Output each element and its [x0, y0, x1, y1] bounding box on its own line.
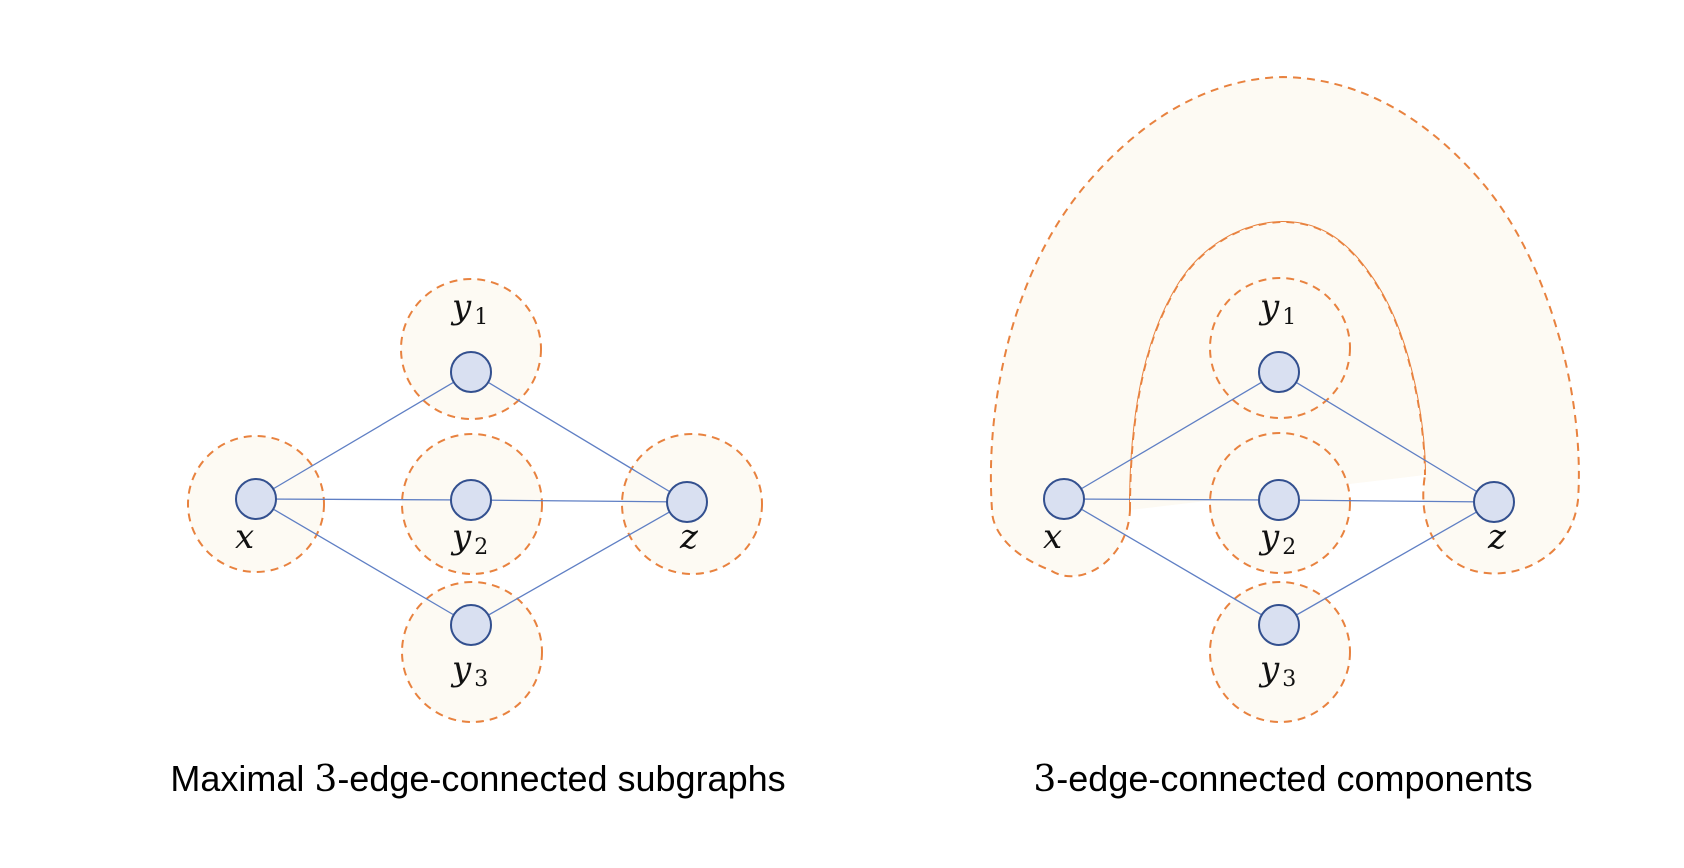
right-label-z: z: [1487, 517, 1507, 557]
left-edge-y3-z: [470, 501, 688, 626]
right-edge-y1-z: [1278, 371, 1495, 503]
right-node-x: [1043, 478, 1085, 520]
left-node-y3: [450, 604, 492, 646]
right-edge-x-y2: [1063, 498, 1280, 501]
left-edge-y1-z: [470, 371, 688, 503]
right-edge-y3-z: [1278, 501, 1495, 626]
left-edge-x-y2: [255, 498, 472, 501]
right-edge-x-y1: [1063, 371, 1280, 500]
left-region-y1: [400, 278, 542, 420]
right-node-y3: [1258, 604, 1300, 646]
right-edge-x-y3: [1063, 498, 1280, 626]
left-node-x: [235, 478, 277, 520]
left-edge-x-y1: [255, 371, 472, 500]
left-node-z: [666, 481, 708, 523]
right-node-y2: [1258, 479, 1300, 521]
right-edge-y2-z: [1278, 499, 1495, 503]
left-label-z: z: [679, 517, 699, 557]
left-edge-x-y3: [255, 498, 472, 626]
left-edge-y2-z: [470, 499, 688, 503]
left-label-x: x: [235, 517, 254, 557]
right-region-y3: [1209, 581, 1351, 723]
left-region-y3: [401, 581, 543, 723]
left-caption: Maximal 3-edge-connected subgraphs: [170, 758, 785, 800]
left-node-y1: [450, 351, 492, 393]
right-caption: 3-edge-connected components: [1033, 758, 1532, 800]
right-label-x: x: [1043, 517, 1062, 557]
right-region-y1: [1209, 277, 1351, 419]
right-node-y1: [1258, 351, 1300, 393]
right-node-z: [1473, 481, 1515, 523]
left-node-y2: [450, 479, 492, 521]
